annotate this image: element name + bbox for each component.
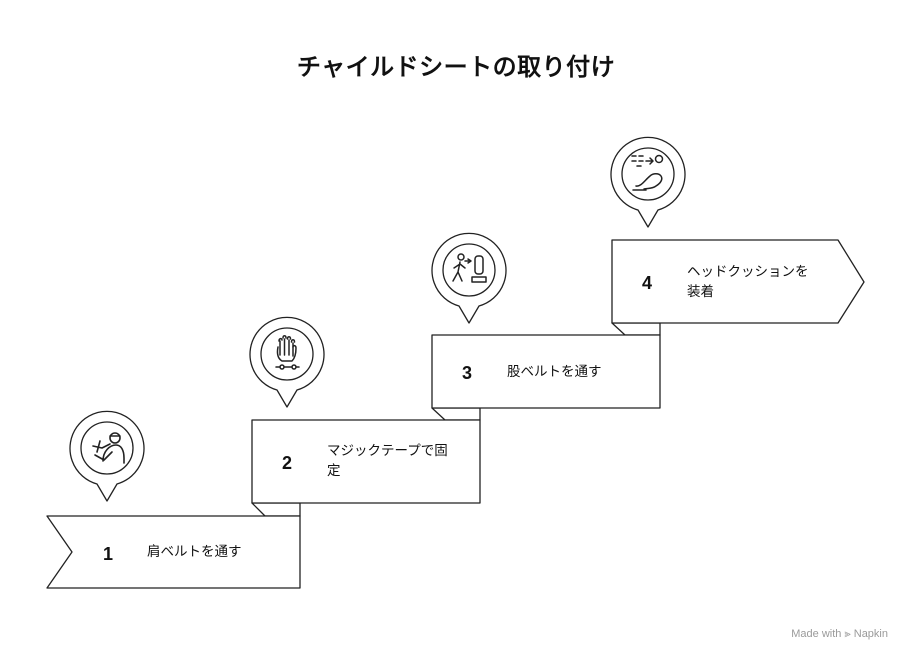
step-label-2-line-1: マジックテープで固	[327, 443, 448, 459]
step-label-4-line-2: 装着	[687, 283, 714, 300]
napkin-logo-icon: ⫸	[844, 628, 851, 640]
step-label-4-line-1: ヘッドクッションを	[687, 264, 809, 280]
step-number-2: 2	[282, 453, 292, 473]
step-fold-1	[251, 502, 301, 517]
diagram-title: チャイルドシートの取り付け	[296, 53, 616, 81]
step-fold-3	[611, 322, 661, 336]
step-shape-1	[46, 515, 301, 589]
person-belt-icon	[92, 432, 125, 464]
headrest-icon	[631, 154, 664, 191]
step-shape-3	[431, 334, 661, 409]
step-shape-2	[251, 419, 481, 504]
pin-marker-2	[249, 316, 325, 408]
made-with-label: Made with	[791, 628, 842, 640]
pin-marker-3	[431, 232, 507, 324]
made-with-napkin-footer: Made with ⫸ Napkin	[791, 628, 888, 641]
step-number-3: 3	[462, 363, 472, 383]
person-seat-icon	[452, 253, 487, 283]
step-label-3: 股ベルトを通す	[507, 364, 602, 380]
napkin-brand: Napkin	[853, 628, 888, 640]
step-fold-2	[431, 407, 481, 421]
hand-velcro-icon	[275, 335, 300, 370]
step-number-1: 1	[103, 544, 113, 564]
step-label-2-line-2: 定	[327, 463, 341, 479]
step-shape-4	[611, 239, 865, 324]
step-number-4: 4	[642, 273, 652, 293]
pin-marker-1	[69, 410, 145, 502]
pin-marker-4	[610, 136, 686, 228]
step-label-1: 肩ベルトを通す	[147, 544, 242, 560]
